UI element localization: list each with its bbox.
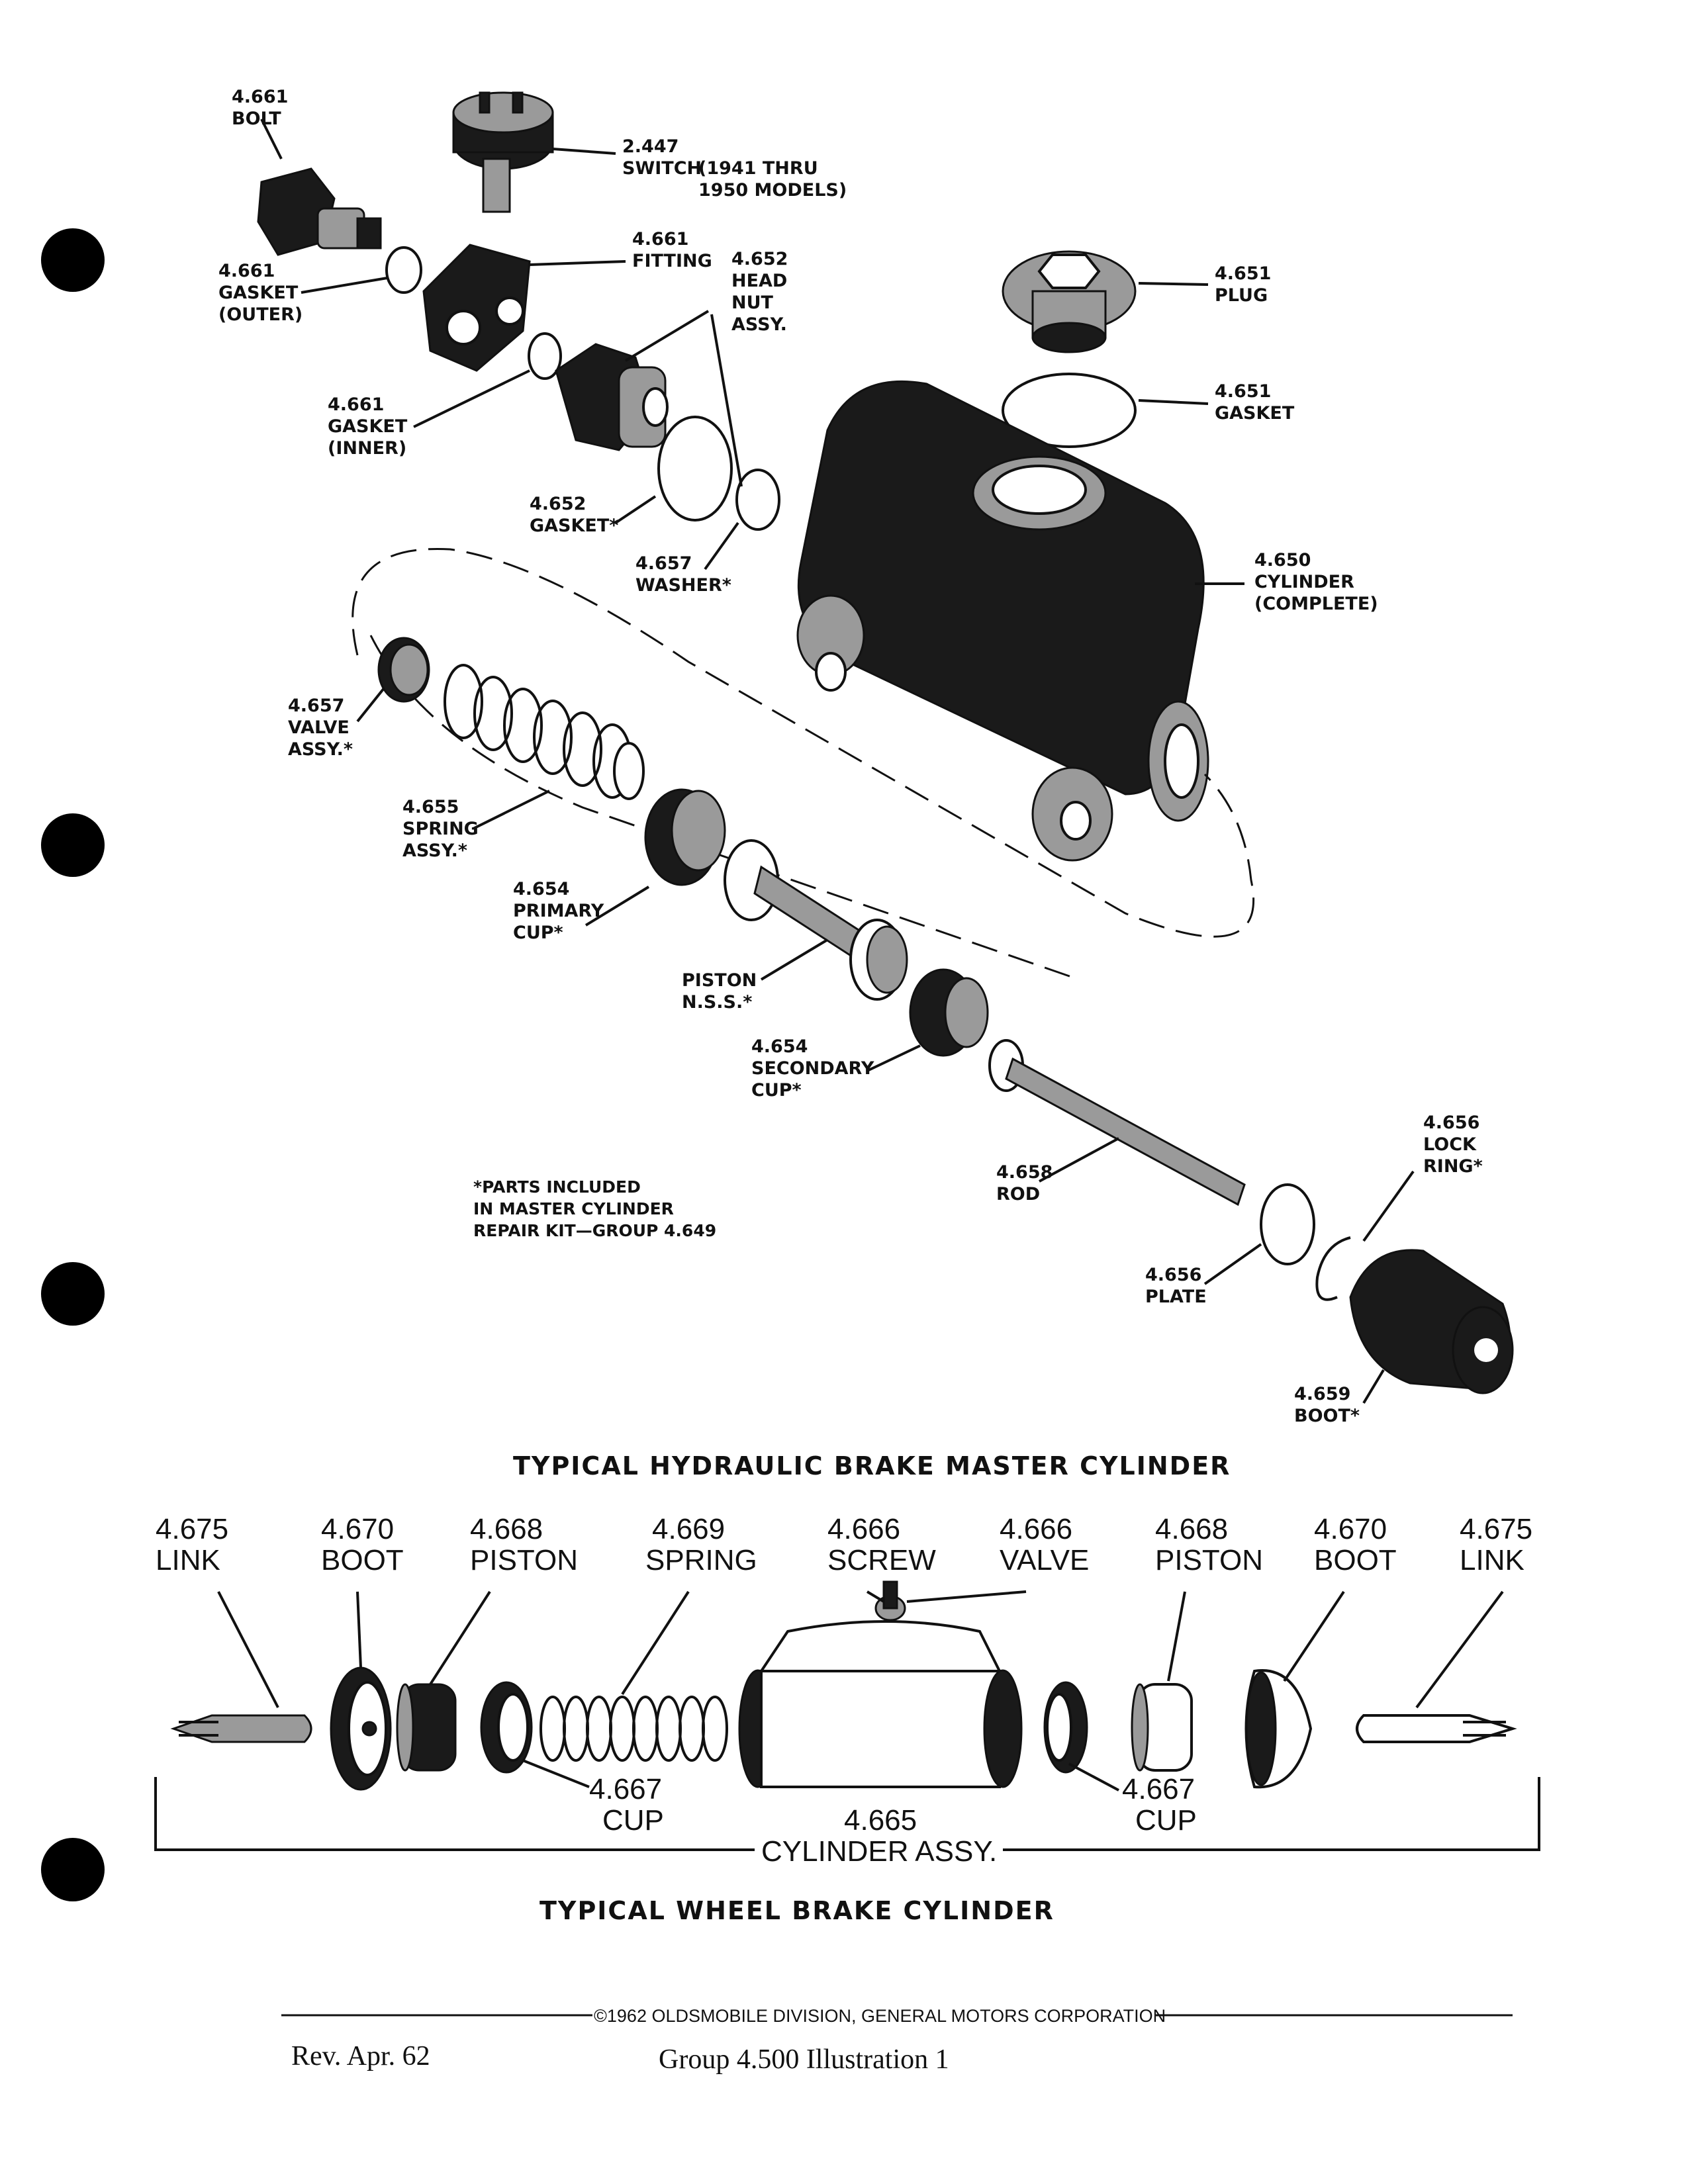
binder-hole	[41, 228, 105, 292]
wheel-spring-part	[539, 1696, 728, 1762]
lock-ring-part	[1315, 1236, 1351, 1301]
cup-right-part	[1043, 1681, 1088, 1774]
master-leaders	[260, 118, 1415, 1404]
assembly-outline	[352, 547, 1255, 938]
wheel-cylinder-drawing	[170, 1580, 1517, 1791]
master-cylinder-drawing	[257, 91, 1514, 1394]
footer-group: Group 4.500 Illustration 1	[659, 2044, 949, 2075]
piston-left-part	[396, 1683, 457, 1772]
spring-part	[444, 664, 645, 800]
gasket-651-part	[1002, 373, 1137, 448]
link-left-part	[170, 1714, 312, 1743]
fitting-part	[422, 244, 531, 372]
boot-part	[1349, 1249, 1514, 1394]
footer: ©1962 OLDSMOBILE DIVISION, GENERAL MOTOR…	[281, 2006, 1513, 2075]
master-title: TYPICAL HYDRAULIC BRAKE MASTER CYLINDER	[513, 1451, 1231, 1480]
gasket-652-part	[657, 416, 733, 522]
secondary-cup-part	[909, 968, 989, 1057]
binder-holes	[41, 228, 105, 1901]
piston-right-part	[1131, 1683, 1193, 1772]
binder-hole	[41, 1838, 105, 1901]
plate-part	[1260, 1183, 1315, 1265]
primary-cup-part	[644, 788, 726, 886]
bolt-part	[257, 167, 382, 256]
gasket-outer-part	[385, 246, 422, 294]
binder-hole	[41, 813, 105, 877]
boot-left-part	[330, 1666, 392, 1791]
footer-revision: Rev. Apr. 62	[291, 2041, 430, 2071]
wheel-leaders	[217, 1590, 1504, 1792]
wheel-cylinder-body	[738, 1580, 1023, 1788]
piston-part	[724, 839, 908, 1001]
copyright-line: ©1962 OLDSMOBILE DIVISION, GENERAL MOTOR…	[594, 2006, 1166, 2026]
cup-left-part	[480, 1681, 533, 1774]
cylinder-body-part	[796, 380, 1209, 862]
gasket-inner-part	[528, 332, 562, 380]
valve-assy-part	[377, 637, 430, 703]
boot-right-part	[1244, 1669, 1313, 1789]
washer-part	[735, 469, 780, 531]
link-right-part	[1356, 1714, 1517, 1743]
wheel-title: TYPICAL WHEEL BRAKE CYLINDER	[539, 1896, 1055, 1925]
head-nut-part	[555, 343, 669, 451]
rod-part	[988, 1039, 1246, 1206]
plug-part	[1002, 250, 1137, 353]
assembly-bracket	[154, 1777, 1540, 1851]
switch-part	[452, 91, 554, 213]
binder-hole	[41, 1262, 105, 1326]
